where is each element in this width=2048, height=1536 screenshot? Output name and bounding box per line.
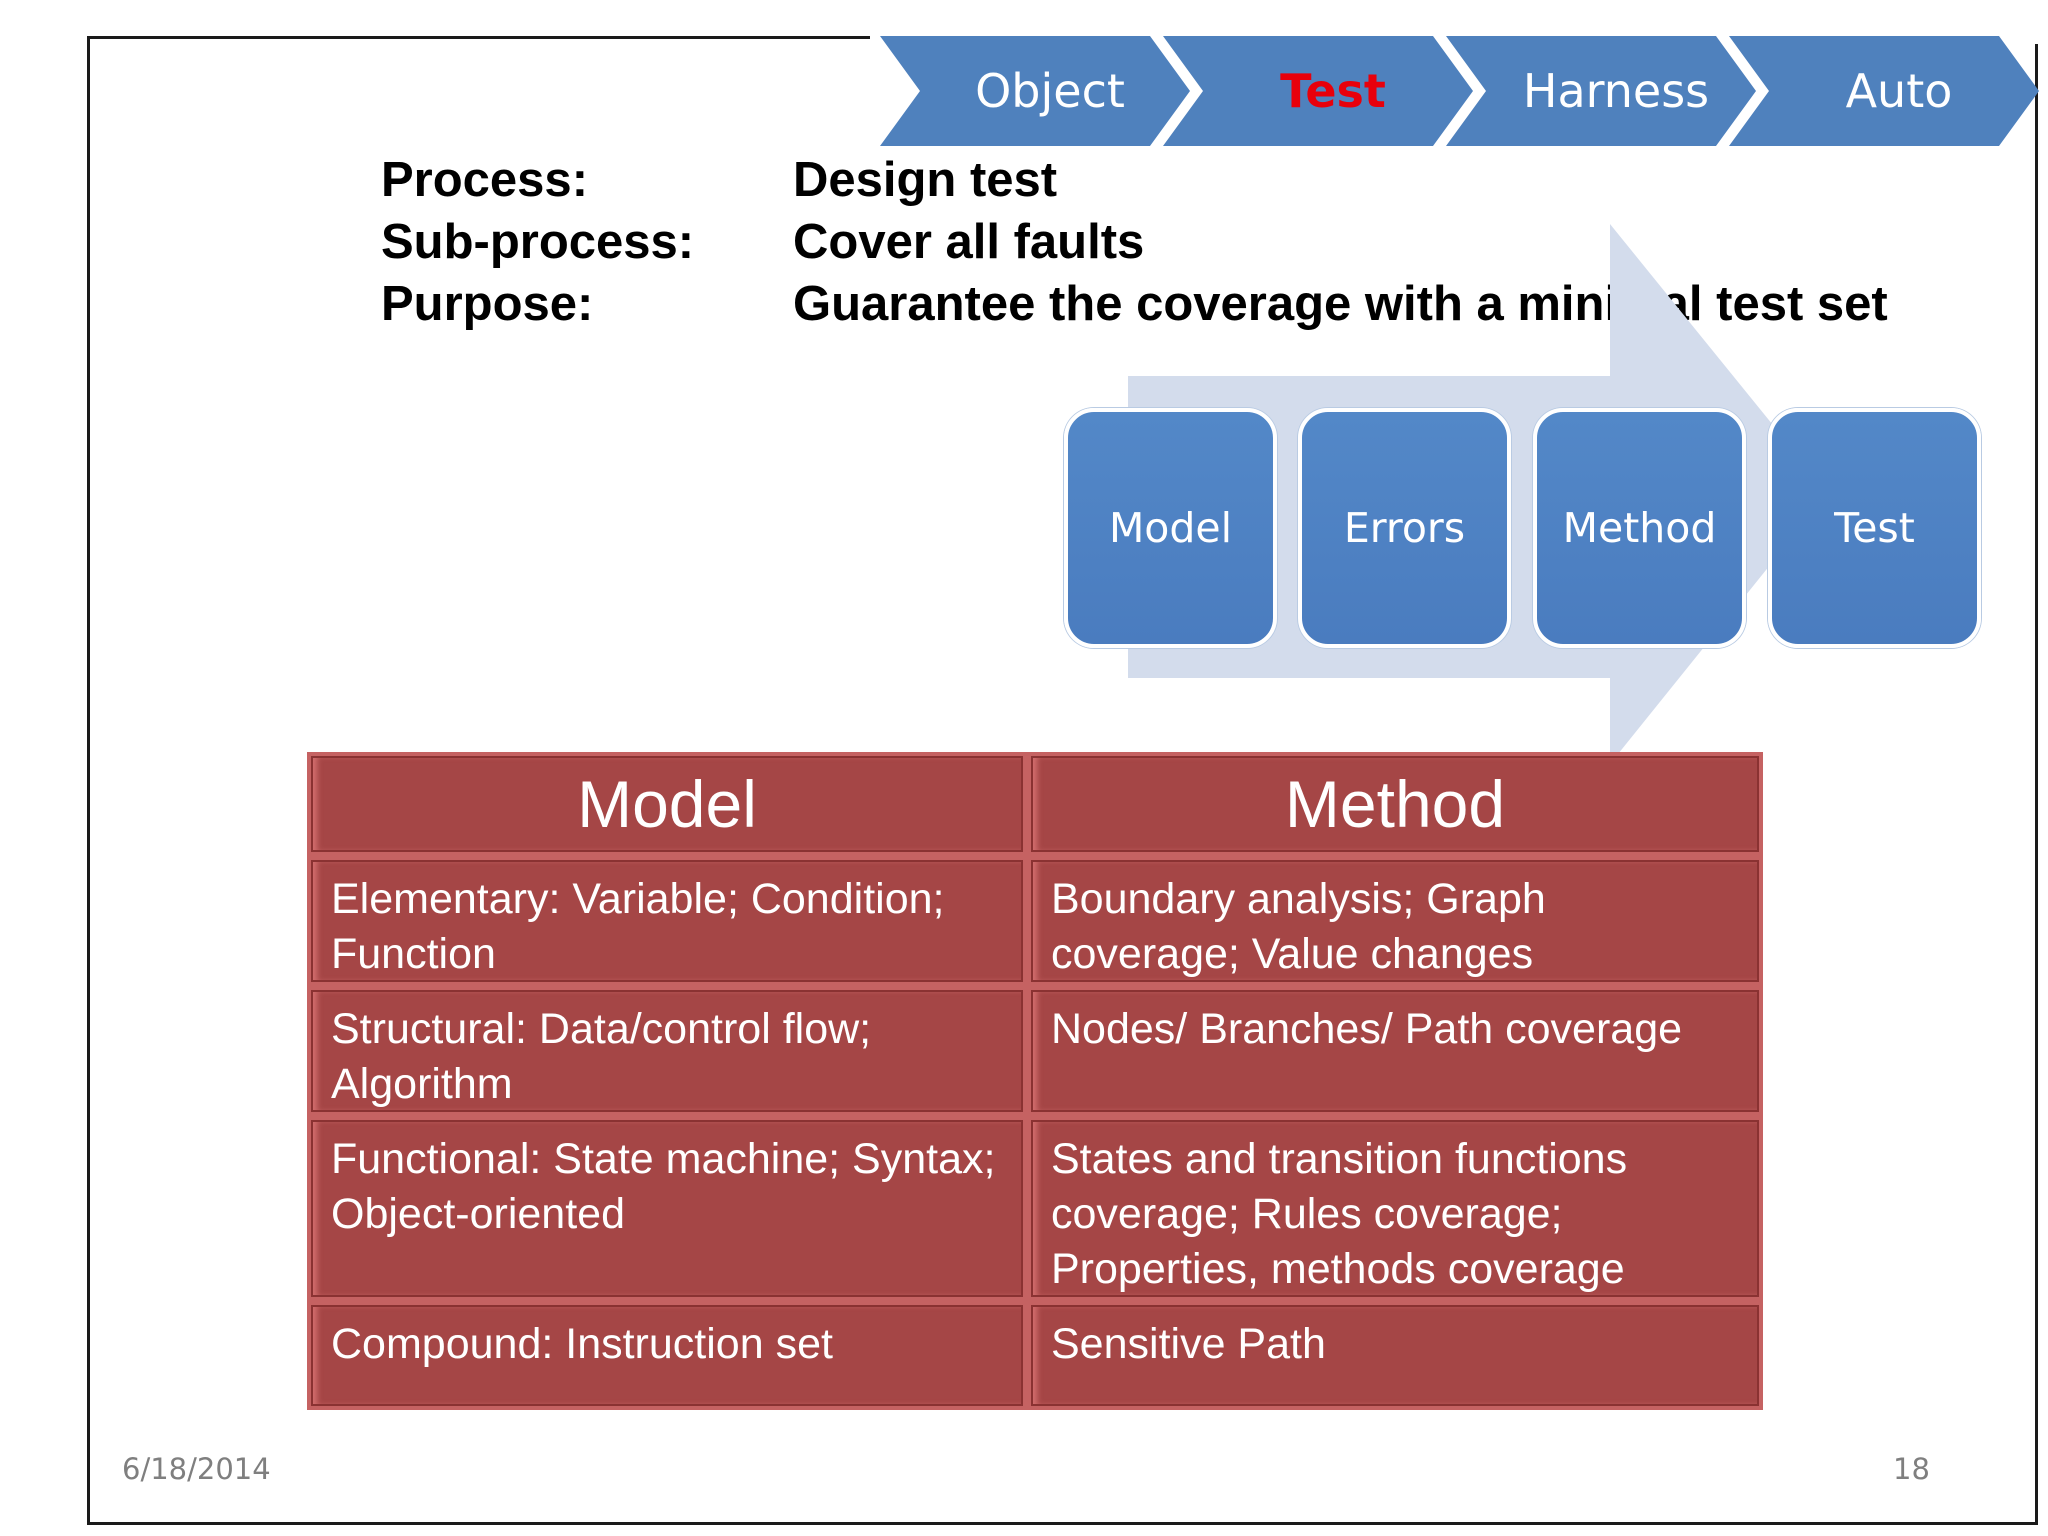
footer-date: 6/18/2014	[122, 1452, 271, 1486]
chevron-shape	[1163, 36, 1473, 146]
model-method-table: Model Method Elementary: Variable; Condi…	[307, 752, 1763, 1410]
flow-step-label: Errors	[1343, 504, 1466, 552]
table-cell-method: Sensitive Path	[1027, 1301, 1763, 1410]
process-step-object[interactable]: Object	[880, 36, 1190, 146]
table-cell-model: Functional: State machine; Syntax; Objec…	[307, 1116, 1027, 1301]
process-step-label: Harness	[1522, 64, 1710, 118]
subprocess-value: Cover all faults	[793, 215, 1145, 269]
table-cell-method: Boundary analysis; Graph coverage; Value…	[1027, 856, 1763, 986]
table-cell-model: Structural: Data/control flow; Algorithm	[307, 986, 1027, 1116]
process-label: Process:	[381, 153, 589, 207]
table-cell-method: Nodes/ Branches/ Path coverage	[1027, 986, 1763, 1116]
process-step-harness[interactable]: Harness	[1446, 36, 1756, 146]
table-cell-method: States and transition functions coverage…	[1027, 1116, 1763, 1301]
flow-step-label: Test	[1834, 504, 1915, 552]
subprocess-label: Sub-process:	[381, 215, 695, 269]
flow-step-method[interactable]: Method	[1533, 408, 1746, 648]
purpose-value: Guarantee the coverage with a minimal te…	[793, 277, 1888, 331]
process-bar: Object Test Harness Auto	[880, 36, 2040, 146]
process-step-auto[interactable]: Auto	[1729, 36, 2039, 146]
table-cell-model: Elementary: Variable; Condition; Functio…	[307, 856, 1027, 986]
flow-step-errors[interactable]: Errors	[1298, 408, 1511, 648]
table-cell-model: Compound: Instruction set	[307, 1301, 1027, 1410]
flow-step-label: Method	[1562, 504, 1717, 552]
page-number: 18	[1893, 1452, 1930, 1486]
process-value: Design test	[793, 153, 1058, 207]
table-header-model: Model	[307, 752, 1027, 856]
process-step-label: Auto	[1845, 64, 1953, 118]
purpose-label: Purpose:	[381, 277, 594, 331]
flow-step-model[interactable]: Model	[1064, 408, 1277, 648]
process-step-label: Object	[975, 64, 1125, 118]
chevron-shape	[880, 36, 1190, 146]
flow-step-label: Model	[1108, 504, 1233, 552]
process-step-label-active: Test	[1280, 64, 1386, 118]
chevron-shape	[1446, 36, 1756, 146]
chevron-shape	[1729, 36, 2039, 146]
process-step-test[interactable]: Test	[1163, 36, 1473, 146]
flow-step-test[interactable]: Test	[1768, 408, 1981, 648]
table-header-method: Method	[1027, 752, 1763, 856]
